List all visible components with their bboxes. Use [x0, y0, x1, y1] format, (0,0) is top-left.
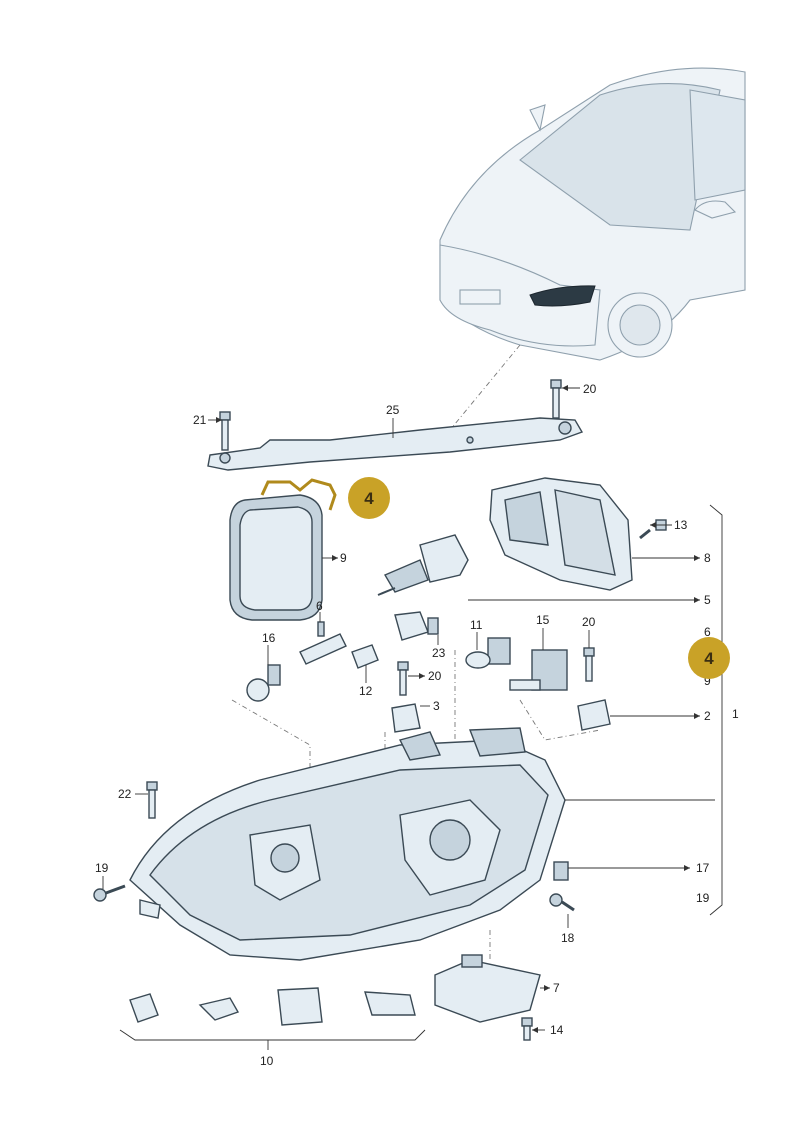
callout-22: 22 [118, 787, 132, 801]
callout-20-mid: 20 [428, 669, 442, 683]
car-illustration [439, 67, 746, 361]
group-bracket-1 [709, 504, 723, 916]
mounting-bracket [207, 417, 584, 471]
bulb-socket-5 [377, 534, 469, 596]
callout-14: 14 [550, 1023, 564, 1037]
bolt-22 [146, 781, 158, 819]
screw-13 [639, 519, 667, 540]
callout-10: 10 [260, 1054, 274, 1068]
callout-21: 21 [193, 413, 207, 427]
adjuster-3 [391, 703, 421, 733]
bulb-6 [299, 621, 347, 665]
clip-17 [553, 861, 569, 881]
screw-14 [521, 1017, 533, 1041]
rear-housing-cover [489, 477, 633, 591]
callout-9-side: 9 [704, 674, 711, 688]
screw-19 [93, 884, 126, 902]
halogen-bulb-11 [465, 637, 511, 669]
callout-20-right: 20 [582, 615, 596, 629]
callout-20-top: 20 [583, 382, 597, 396]
bulb-16 [246, 664, 281, 702]
adjuster-2 [577, 699, 611, 731]
highlighted-headlight-icon [529, 285, 596, 307]
callout-6: 6 [316, 599, 323, 613]
callout-12: 12 [359, 684, 373, 698]
callout-19-right: 19 [696, 891, 710, 905]
callout-18: 18 [561, 931, 575, 945]
callout-11: 11 [470, 618, 483, 632]
callout-19-left: 19 [95, 861, 109, 875]
screw-18 [549, 893, 575, 912]
highlighted-gasket-outline [260, 478, 337, 511]
callout-2: 2 [704, 709, 711, 723]
callout-16: 16 [262, 631, 276, 645]
highlight-badge-group: 4 [688, 637, 730, 679]
group-bracket-10 [119, 1029, 426, 1041]
bolt-20-top [550, 379, 562, 419]
callout-labels: 21 20 25 9 13 8 5 6 9 2 1 6 16 23 11 15 … [95, 382, 739, 1068]
leader-arrowheads [216, 385, 700, 1033]
callout-5: 5 [704, 593, 711, 607]
callout-17: 17 [696, 861, 710, 875]
xenon-bulb-15 [509, 649, 568, 691]
screw-20-right [583, 647, 595, 682]
socket-group-10 [129, 987, 416, 1026]
callout-6-side: 6 [704, 625, 711, 639]
car-leader-line [449, 344, 521, 431]
bolt-21 [219, 411, 231, 451]
bulb-23 [394, 611, 439, 641]
callout-1: 1 [732, 707, 739, 721]
control-unit-7 [434, 954, 541, 1023]
guide-line [519, 699, 601, 741]
callout-7: 7 [553, 981, 560, 995]
callout-13: 13 [674, 518, 688, 532]
main-headlight [129, 727, 566, 961]
badge-label: 4 [364, 489, 374, 508]
callout-8: 8 [704, 551, 711, 565]
screw-20-mid [397, 661, 409, 696]
callout-25: 25 [386, 403, 400, 417]
highlight-badge-gasket: 4 [348, 477, 390, 519]
callout-23: 23 [432, 646, 446, 660]
rubber-gasket [229, 494, 323, 621]
callout-15: 15 [536, 613, 550, 627]
bulb-12 [351, 644, 379, 669]
callout-3: 3 [433, 699, 440, 713]
callout-9-gasket: 9 [340, 551, 347, 565]
badge-label: 4 [704, 649, 714, 668]
